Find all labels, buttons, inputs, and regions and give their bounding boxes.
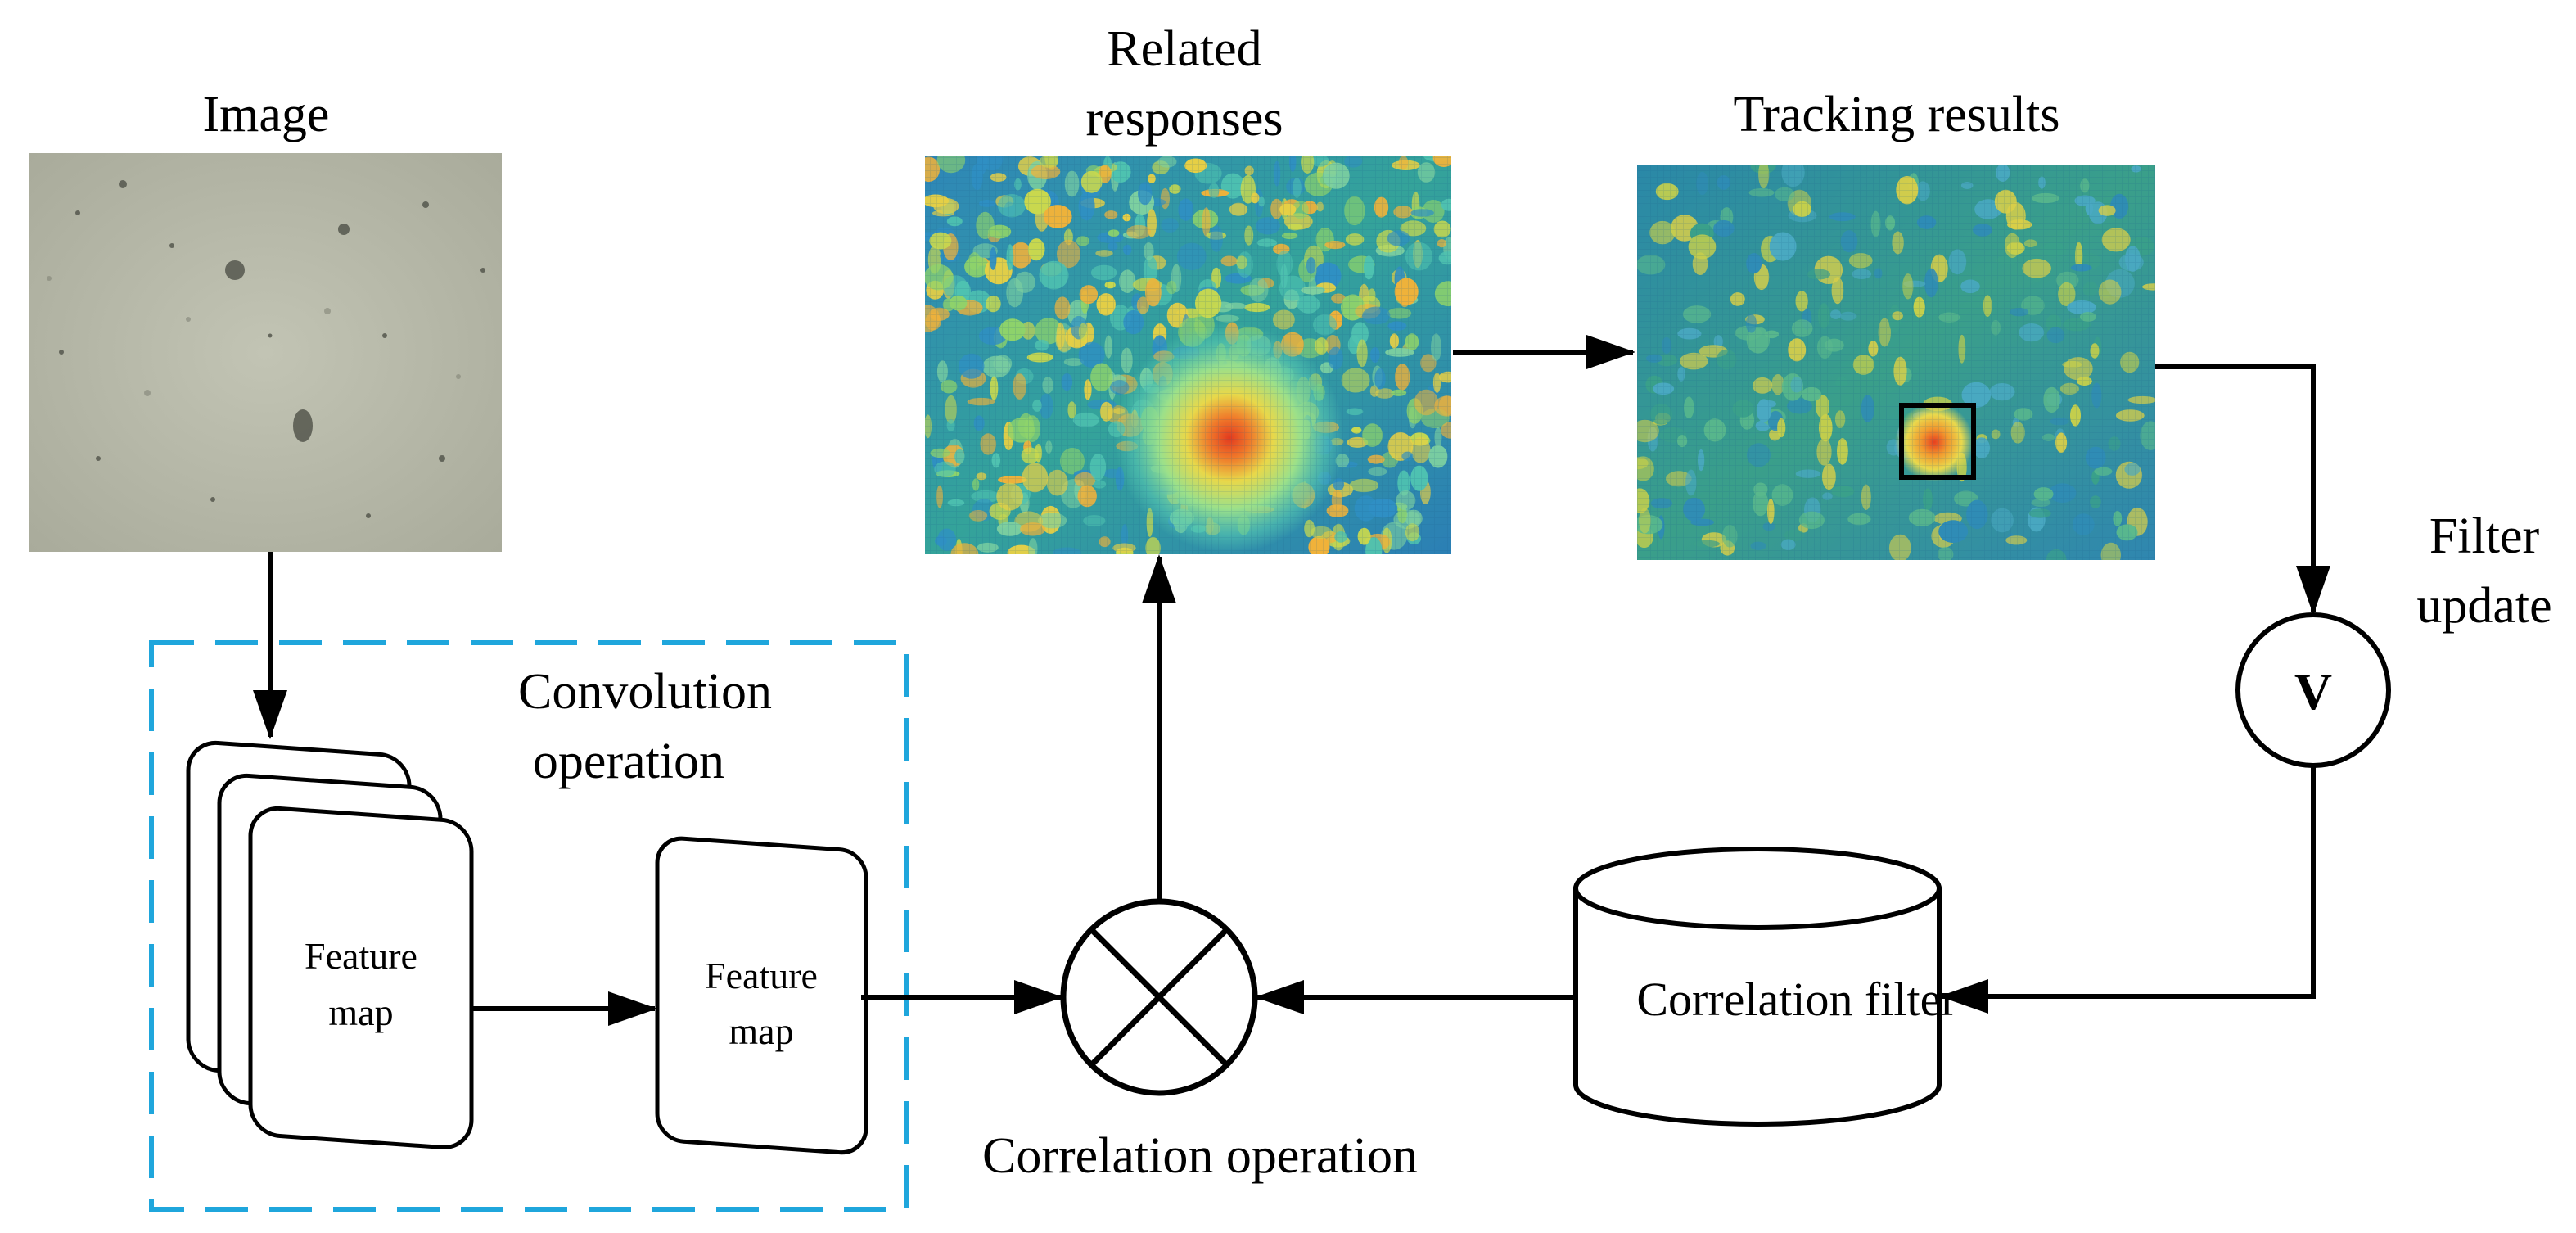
connectors <box>253 335 2330 1026</box>
convolution-operation-box <box>149 640 909 1212</box>
convolution-label-line2: operation <box>533 734 724 789</box>
tracking-results-label: Tracking results <box>1734 87 2060 142</box>
feature-map-1-label-line2: map <box>328 991 393 1033</box>
arrow-filter-update-to-filter <box>1939 766 2316 1014</box>
tracking-results-heatmap <box>1637 165 2155 560</box>
convolution-label-line1: Convolution <box>518 664 772 720</box>
correlation-filter-label: Correlation filter <box>1636 973 1956 1026</box>
feature-map-single: Feature map <box>655 836 868 1155</box>
arrow-tracking-to-filter-update <box>2155 364 2330 615</box>
related-responses-heatmap <box>925 156 1451 554</box>
feature-map-stack: Feature map <box>186 740 474 1149</box>
correlation-filter-cylinder: Correlation filter <box>1573 847 1957 1127</box>
correlation-operation-label: Correlation operation <box>982 1128 1418 1184</box>
filter-update-label-line1: Filter <box>2429 508 2540 564</box>
filter-update-node: V <box>2235 612 2391 768</box>
feature-map-1-label-line1: Feature <box>305 935 417 977</box>
feature-map-2-label-line2: map <box>729 1010 793 1052</box>
image-label: Image <box>203 87 330 142</box>
filter-update-symbol: V <box>2294 662 2332 720</box>
input-image <box>29 153 502 552</box>
feature-map-2-label-line1: Feature <box>705 955 818 996</box>
filter-update-label-line2: update <box>2416 578 2551 634</box>
tracking-bounding-box <box>1899 403 1976 480</box>
correlation-operation-node <box>1060 898 1258 1096</box>
related-responses-label-line2: responses <box>1085 91 1283 147</box>
related-responses-label-line1: Related <box>1107 21 1261 77</box>
